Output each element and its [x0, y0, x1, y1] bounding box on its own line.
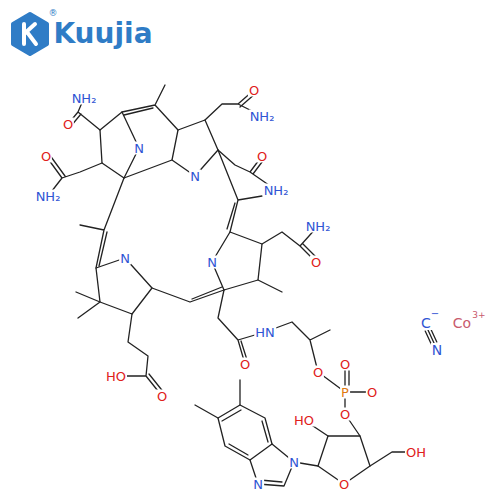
atom-label: O — [62, 118, 74, 131]
brand-name: Kuujia — [52, 20, 153, 48]
atom-label: N — [288, 456, 300, 469]
atom-label: NH₂ — [305, 220, 332, 233]
atom-label: N — [133, 142, 145, 155]
atom-label: O — [339, 358, 351, 371]
atom-label: O — [310, 256, 322, 269]
atom-label: C — [420, 316, 432, 330]
atom-label: HO — [293, 414, 315, 427]
atom-label: NH₂ — [35, 190, 62, 203]
atom-label: O — [366, 386, 378, 399]
trademark-mark: ® — [48, 9, 59, 18]
atom-label: N — [189, 170, 201, 183]
atom-label: O — [239, 358, 251, 371]
atom-label: NH₂ — [263, 184, 290, 197]
atom-label: Co — [452, 316, 472, 330]
atom-label: P — [340, 386, 350, 399]
atom-label: HO — [105, 370, 127, 383]
atom-label: O — [312, 366, 324, 379]
bond-lines — [46, 85, 437, 486]
brand-icon — [13, 14, 47, 54]
atom-label: O — [256, 150, 268, 163]
atom-label: N — [119, 252, 131, 265]
atom-label: NH₂ — [71, 92, 98, 105]
atom-label: O — [338, 478, 350, 491]
atom-label: OH — [405, 446, 427, 459]
atom-label: NH₂ — [249, 110, 276, 123]
atom-label: O — [248, 84, 260, 97]
atom-label: O — [40, 150, 52, 163]
charge-label: − — [430, 309, 440, 319]
atom-label: HN — [254, 326, 276, 339]
atom-label: O — [339, 408, 351, 421]
atom-label: N — [206, 256, 218, 269]
atom-label: O — [156, 390, 168, 403]
atom-label: N — [431, 343, 443, 357]
atom-label: N — [252, 478, 264, 491]
charge-label: 3+ — [471, 311, 486, 320]
